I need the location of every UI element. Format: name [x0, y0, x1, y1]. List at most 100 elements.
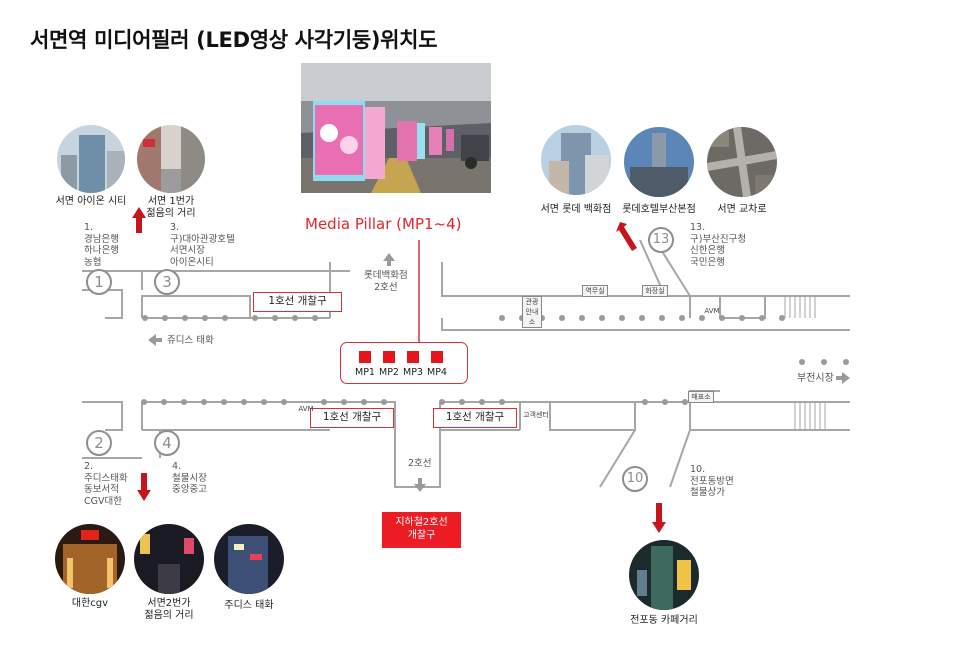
mp2-marker: MP2: [377, 351, 401, 378]
pillar-dot: [181, 399, 187, 405]
lotte-dept-label: 서면 롯데 백화점: [540, 204, 612, 215]
media-pillar-photo: [301, 63, 491, 193]
judis-direction-label: 쥬디스 태화: [167, 335, 214, 346]
avm-mid-sign: AVM: [298, 405, 314, 413]
pillar-dot: [202, 315, 208, 321]
pillar-dot: [843, 359, 849, 365]
ion-city-label: 서면 아이온 시티: [55, 196, 127, 207]
customer-center-sign: 고객센터: [523, 411, 549, 419]
pillar-dot: [619, 315, 625, 321]
exit-1-badge: 1: [86, 269, 112, 295]
media-pillar-legend: MP1 MP2 MP3 MP4: [340, 342, 468, 384]
mp1-label: MP1: [355, 367, 375, 378]
pillar-dot: [719, 315, 725, 321]
pillar-dot: [341, 399, 347, 405]
pillar-dot: [821, 359, 827, 365]
jeonpo-photo: [629, 540, 699, 610]
pillar-dot: [292, 315, 298, 321]
mp2-label: MP2: [379, 367, 399, 378]
pillar-dot: [699, 315, 705, 321]
pillar-dot: [221, 399, 227, 405]
pillar-dot: [642, 399, 648, 405]
line2-gate: 지하철2호선 개찰구: [382, 512, 461, 548]
pillar-dot: [659, 315, 665, 321]
pillar-dot: [559, 315, 565, 321]
pillar-dot: [162, 315, 168, 321]
mp3-label: MP3: [403, 367, 423, 378]
street2-photo: [134, 524, 204, 594]
lotte-hotel-photo: [624, 127, 694, 197]
pillar-dot: [252, 315, 258, 321]
pillar-dot: [312, 315, 318, 321]
ticket-office-sign: 매표소: [688, 391, 714, 403]
pillar-dot: [579, 315, 585, 321]
pillar-dot: [272, 315, 278, 321]
mp4-marker: MP4: [425, 351, 449, 378]
line2-gate-line2: 개찰구: [407, 530, 436, 541]
lotte-dept-photo: [541, 125, 611, 195]
intersection-photo: [707, 127, 777, 197]
gate-line1-mid-left: 1호선 개찰구: [310, 408, 394, 428]
pillar-dot: [499, 399, 505, 405]
lotte-hotel-label: 롯데호텔부산본점: [622, 204, 696, 215]
pillar-dot: [639, 315, 645, 321]
restroom-sign: 화장실: [642, 285, 668, 297]
line2-direction-label: 2호선: [408, 458, 432, 469]
pillar-dot: [261, 399, 267, 405]
mp4-label: MP4: [427, 367, 447, 378]
station-office-sign: 역무실: [582, 285, 608, 297]
exit-10-note: 10.전포동방면 철물상가: [690, 464, 734, 498]
judis-photo: [214, 524, 284, 594]
pillar-dot: [161, 399, 167, 405]
pillar-dot: [799, 359, 805, 365]
pillar-dot: [439, 399, 445, 405]
street1-photo: [137, 125, 205, 193]
cgv-photo: [55, 524, 125, 594]
exit-10-badge: 10: [622, 466, 648, 492]
pillar-dot: [739, 315, 745, 321]
pillar-dot: [679, 315, 685, 321]
line2-gate-line1: 지하철2호선: [395, 517, 448, 528]
pillar-dot: [479, 399, 485, 405]
pillar-dot: [281, 399, 287, 405]
pillar-dot: [182, 315, 188, 321]
pillar-dot: [682, 399, 688, 405]
page-title: 서면역 미디어필러 (LED영상 사각기둥)위치도: [30, 28, 438, 52]
exit-4-badge: 4: [154, 430, 180, 456]
pillar-dot: [459, 399, 465, 405]
pillar-dot: [222, 315, 228, 321]
pillar-dot: [662, 399, 668, 405]
pillar-dot: [141, 399, 147, 405]
bujeon-direction-label: 부전시장: [797, 373, 834, 384]
jeonpo-label: 전포동 카페거리: [630, 615, 698, 626]
pillar-dot: [361, 399, 367, 405]
exit-2-badge: 2: [86, 430, 112, 456]
exit-3-badge: 3: [154, 269, 180, 295]
pillar-dot: [499, 315, 505, 321]
avm-top-sign: AVM: [704, 307, 720, 315]
pillar-dot: [381, 399, 387, 405]
exit-13-badge: 13: [648, 227, 674, 253]
exit-4-note: 4.철물시장 중앙중고: [172, 461, 207, 495]
cgv-label: 대한cgv: [71, 598, 109, 609]
mp3-marker: MP3: [401, 351, 425, 378]
pillar-dot: [201, 399, 207, 405]
pillar-dot: [241, 399, 247, 405]
pillar-dot: [321, 399, 327, 405]
judis-label: 주디스 태화: [224, 600, 274, 611]
intersection-label: 서면 교차로: [717, 204, 767, 215]
pillar-dot: [759, 315, 765, 321]
media-pillar-caption: Media Pillar (MP1~4): [305, 215, 462, 233]
pillar-dot: [142, 315, 148, 321]
gate-line1-mid-right: 1호선 개찰구: [433, 408, 517, 428]
pillar-dot: [779, 315, 785, 321]
